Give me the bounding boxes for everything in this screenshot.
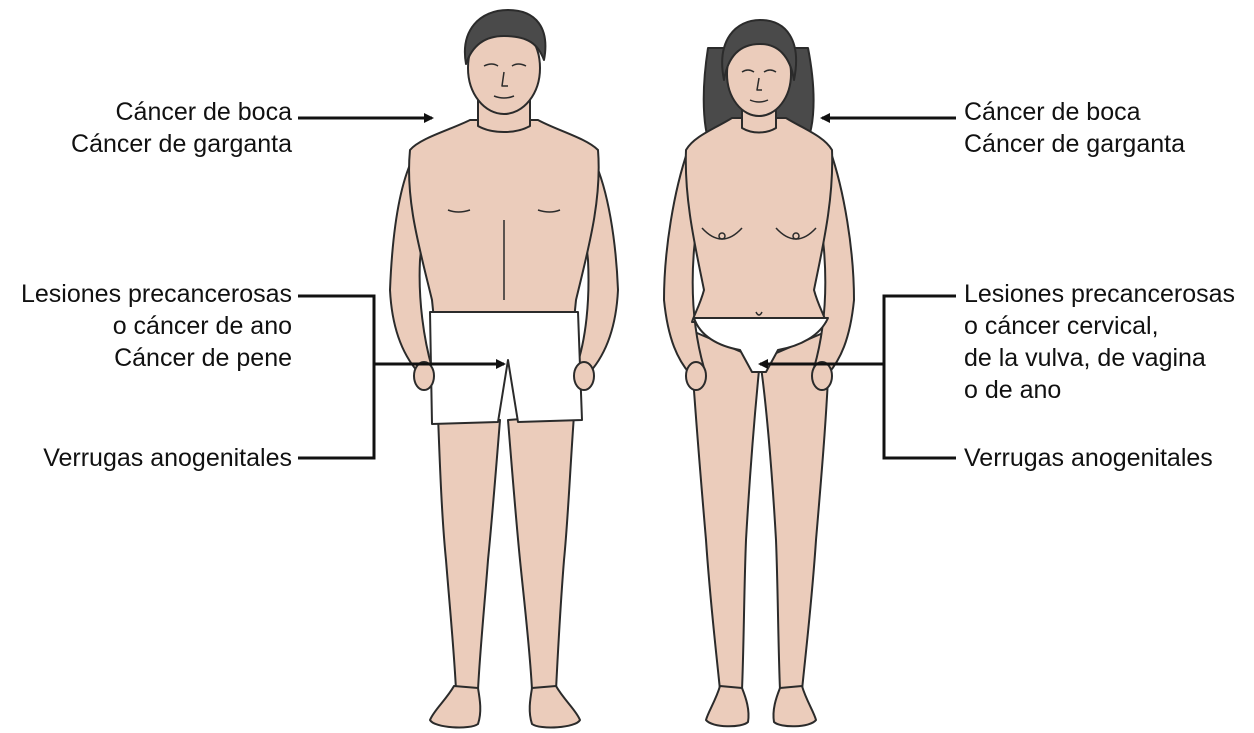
male-warts-label: Verrugas anogenitales [43, 442, 292, 474]
male-right-leg [508, 415, 574, 690]
female-bracket [884, 296, 956, 458]
female-right-hand [812, 362, 832, 390]
male-right-hand [574, 362, 594, 390]
female-right-foot [773, 686, 816, 726]
female-cervical-line-1: Lesiones precancerosas [964, 278, 1235, 310]
male-anal-line-1: Lesiones precancerosas [21, 278, 292, 310]
male-anal-line-2: o cáncer de ano [21, 310, 292, 342]
male-mouth-line-1: Cáncer de boca [71, 96, 292, 128]
female-figure [664, 20, 854, 726]
female-mouth-line-2: Cáncer de garganta [964, 128, 1185, 160]
male-anal-penile-label: Lesiones precancerosas o cáncer de ano C… [21, 278, 292, 374]
male-left-foot [430, 686, 480, 727]
female-left-hand [686, 362, 706, 390]
female-left-foot [706, 686, 749, 726]
female-torso [686, 118, 832, 322]
female-cervical-line-3: de la vulva, de vagina [964, 342, 1235, 374]
female-warts-label: Verrugas anogenitales [964, 442, 1213, 474]
male-bracket [298, 296, 374, 458]
female-mouth-label: Cáncer de boca Cáncer de garganta [964, 96, 1185, 160]
female-cervical-label: Lesiones precancerosas o cáncer cervical… [964, 278, 1235, 406]
female-cervical-line-2: o cáncer cervical, [964, 310, 1235, 342]
male-mouth-label: Cáncer de boca Cáncer de garganta [71, 96, 292, 160]
female-warts-text: Verrugas anogenitales [964, 442, 1213, 474]
female-mouth-line-1: Cáncer de boca [964, 96, 1185, 128]
male-underwear [430, 312, 582, 424]
male-left-hand [414, 362, 434, 390]
male-left-leg [438, 415, 500, 690]
male-anal-line-3: Cáncer de pene [21, 342, 292, 374]
female-cervical-line-4: o de ano [964, 374, 1235, 406]
male-warts-text: Verrugas anogenitales [43, 442, 292, 474]
male-right-foot [530, 686, 580, 727]
male-mouth-line-2: Cáncer de garganta [71, 128, 292, 160]
